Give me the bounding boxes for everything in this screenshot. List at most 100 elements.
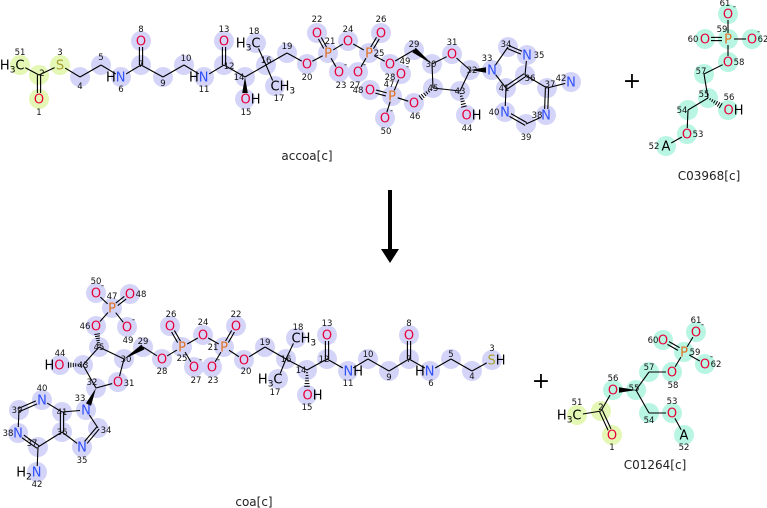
atom-highlight: [268, 369, 288, 389]
atom-label: O: [231, 320, 241, 335]
single-bond: [393, 79, 400, 91]
atom-label: P: [724, 33, 732, 48]
atom-label: P: [220, 341, 228, 356]
double-bond: [504, 73, 525, 88]
atom-number: 10: [181, 54, 192, 64]
atom-7: 7: [406, 355, 411, 365]
hash-bond: [459, 92, 467, 108]
atom-39: 39: [521, 133, 532, 143]
single-bond: [95, 383, 113, 389]
atom-highlight: [214, 31, 234, 51]
atom-50: O-50: [91, 277, 104, 302]
atom-49: O-49: [396, 57, 411, 83]
atom-13: O13: [219, 25, 230, 50]
single-bond: [36, 446, 39, 467]
atom-label: O: [658, 334, 668, 349]
atom-number: 18: [249, 27, 260, 37]
atom-number: 56: [608, 374, 619, 384]
atom-62: O-62: [700, 352, 722, 373]
atom-label: A: [662, 140, 671, 155]
atom-number: 38: [3, 429, 14, 439]
atom-highlight: [742, 29, 762, 49]
single-bond: [140, 64, 164, 78]
atom-number: 15: [241, 108, 252, 118]
single-bond: [82, 364, 97, 389]
atom-label: HO: [44, 359, 64, 374]
atom-label: OH: [462, 109, 482, 124]
atom-highlight: [718, 100, 738, 120]
atom-number: 59: [690, 348, 701, 358]
atom-number: 1: [609, 443, 614, 453]
atom-55: 55: [699, 90, 710, 100]
atoms-layer: H3C512O1S345HN67O8910HN1112O1314OH1516CH…: [0, 0, 767, 490]
atom-34: 34: [101, 426, 112, 436]
atom-number: 28: [157, 367, 168, 377]
atom-highlight: [456, 105, 476, 125]
atom-14: 14: [296, 366, 307, 376]
atom-charge: -: [710, 352, 713, 362]
single-bond: [17, 409, 20, 428]
atom-38: N38: [532, 109, 551, 124]
atom-1: O1: [607, 429, 617, 453]
atom-number: 11: [343, 379, 354, 389]
atom-10: 10: [363, 350, 374, 360]
single-bond: [265, 64, 274, 81]
double-bond: [601, 410, 612, 430]
atom-number: 4: [469, 372, 474, 382]
atom-number: 53: [667, 397, 678, 407]
atom-charge: -: [757, 27, 760, 37]
atom-number: 16: [261, 56, 272, 66]
atom-number: 62: [711, 360, 722, 370]
atom-57: 57: [644, 363, 655, 373]
atom-number: 19: [282, 42, 293, 52]
atom-number: 54: [644, 416, 655, 426]
atom-16: 16: [261, 56, 272, 66]
atom-number: 3: [57, 48, 62, 58]
atom-charge: -: [406, 62, 409, 72]
plus-sign-products: +: [532, 369, 550, 394]
single-bond: [312, 55, 323, 62]
atom-label: O: [91, 287, 101, 302]
atom-number: 48: [136, 290, 147, 300]
double-bond: [370, 37, 378, 48]
single-bond: [228, 349, 240, 358]
atom-highlight: [152, 349, 172, 369]
atom-number: 9: [386, 373, 391, 383]
atom-number: 59: [717, 25, 728, 35]
atom-highlight: [482, 60, 502, 80]
single-bond: [582, 410, 602, 415]
atom-52: A52: [679, 429, 690, 453]
single-bond: [82, 346, 100, 366]
atom-55: 55: [629, 384, 640, 394]
single-bond: [46, 402, 63, 413]
single-bond: [125, 64, 142, 75]
double-bond: [376, 89, 387, 94]
atom-33: N33: [75, 394, 91, 419]
bonds-c01264: [582, 336, 701, 431]
atom-number: 1: [36, 108, 41, 118]
single-bond: [504, 87, 507, 107]
atom-label: O: [396, 68, 406, 83]
single-bond: [61, 431, 78, 444]
atom-highlight: [695, 354, 715, 374]
atom-label: O: [157, 353, 167, 368]
atom-number: 42: [32, 480, 43, 490]
atom-number: 47: [384, 80, 395, 90]
atom-label: O: [334, 66, 344, 81]
atom-highlight: [662, 362, 682, 382]
atom-charge: -: [217, 355, 220, 365]
wedge-bond: [242, 77, 248, 93]
atom-highlight: [193, 325, 213, 345]
single-bond: [525, 116, 541, 125]
atom-highlight: [297, 385, 317, 405]
atom-label: O: [691, 326, 701, 341]
double-bond: [372, 38, 380, 49]
atom-2: 2: [39, 69, 44, 79]
atom-number: 62: [758, 35, 767, 45]
single-bond: [687, 97, 709, 111]
atom-number: 54: [677, 106, 688, 116]
atom-highlight: [391, 64, 411, 84]
atom-number: 14: [234, 73, 245, 83]
